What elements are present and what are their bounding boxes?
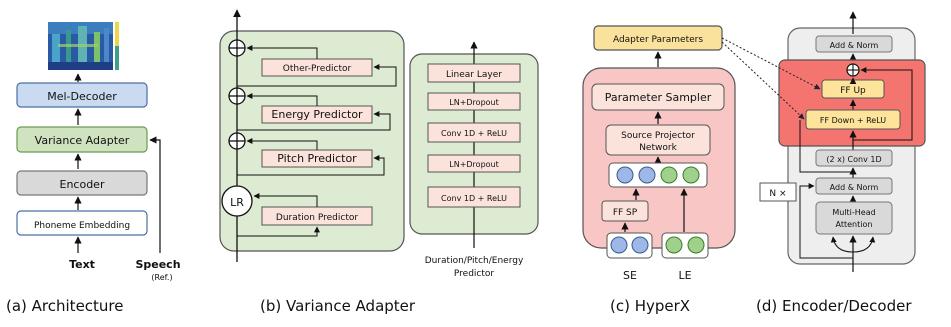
ln-dropout-top-block xyxy=(427,92,521,111)
repeat-label: N × xyxy=(769,189,786,199)
conv-bottom-label: Conv 1D + ReLU xyxy=(441,194,507,203)
panel-d: Add & Norm FF Up FF Down + ReLU (2 x) Co… xyxy=(756,11,926,315)
length-regulator-node xyxy=(221,185,253,217)
ln-dropout-bottom-label: LN+Dropout xyxy=(449,160,499,169)
source-projector-block xyxy=(605,124,711,156)
predictor-caption-line2: Predictor xyxy=(454,269,495,279)
spectrogram-image xyxy=(48,22,119,70)
conv-top-block xyxy=(427,122,521,143)
embedding-vector-box xyxy=(608,162,708,188)
language-embedding-dot xyxy=(687,236,705,254)
phoneme-embedding-label: Phoneme Embedding xyxy=(34,221,130,231)
source-projector-line2: Network xyxy=(639,143,677,153)
phoneme-embedding-block xyxy=(16,210,148,236)
mha-line1: Multi-Head xyxy=(832,208,875,217)
ff-down-label: FF Down + ReLU xyxy=(820,116,886,125)
energy-predictor-label: Energy Predictor xyxy=(271,108,363,121)
language-embedding-dot xyxy=(660,166,678,184)
variance-adapter-label: Variance Adapter xyxy=(35,134,130,147)
multi-head-attention-block xyxy=(815,201,893,235)
pitch-predictor-label: Pitch Predictor xyxy=(277,152,357,165)
conv-label: (2 x) Conv 1D xyxy=(826,155,881,164)
mel-decoder-block xyxy=(16,82,148,108)
panel-b: Other-Predictor Energy Predictor Pitch P… xyxy=(219,9,539,315)
parameter-links xyxy=(721,37,821,120)
speaker-embedding-dot xyxy=(638,166,656,184)
speaker-embedding-dot xyxy=(610,236,628,254)
caption-c: (c) HyperX xyxy=(610,297,690,315)
encoder-label: Encoder xyxy=(60,178,105,191)
linear-layer-block xyxy=(427,63,521,83)
panel-c: Adapter Parameters Parameter Sampler Sou… xyxy=(582,25,736,315)
mel-decoder-label: Mel-Decoder xyxy=(47,90,117,103)
duration-predictor-label: Duration Predictor xyxy=(276,213,358,223)
se-label: SE xyxy=(623,269,637,282)
linear-layer-label: Linear Layer xyxy=(446,70,502,80)
add-norm-bottom-block xyxy=(815,177,893,195)
predictor-caption-line1: Duration/Pitch/Energy xyxy=(425,256,524,266)
ff-sp-block xyxy=(601,200,649,222)
caption-a: (a) Architecture xyxy=(6,297,124,315)
lr-label: LR xyxy=(230,196,244,209)
adapter-parameters-label: Adapter Parameters xyxy=(613,35,703,45)
ff-up-label: FF Up xyxy=(840,86,866,96)
speech-ref-label: (Ref.) xyxy=(151,273,172,282)
caption-b: (b) Variance Adapter xyxy=(260,297,416,315)
speech-input-label: Speech xyxy=(135,258,180,271)
ln-dropout-bottom-block xyxy=(427,154,521,173)
other-predictor-label: Other-Predictor xyxy=(283,64,352,74)
speaker-embedding-dot xyxy=(616,166,634,184)
conv-block xyxy=(815,149,893,167)
ff-down-block xyxy=(805,109,901,130)
parameter-sampler-block xyxy=(591,83,725,111)
caption-d: (d) Encoder/Decoder xyxy=(756,297,912,315)
variance-adapter-block xyxy=(16,126,148,153)
le-label: LE xyxy=(678,269,691,282)
language-embedding-dot xyxy=(665,236,683,254)
mha-line2: Attention xyxy=(836,220,873,229)
text-input-label: Text xyxy=(69,258,95,271)
speaker-embedding-dot xyxy=(631,236,649,254)
encoder-block xyxy=(16,170,148,196)
language-embedding-dot xyxy=(682,166,700,184)
parameter-sampler-label: Parameter Sampler xyxy=(605,91,712,104)
add-norm-top-block xyxy=(815,35,893,53)
add-norm-top-label: Add & Norm xyxy=(830,41,879,50)
ln-dropout-top-label: LN+Dropout xyxy=(449,98,499,107)
add-norm-bottom-label: Add & Norm xyxy=(830,183,879,192)
conv-top-label: Conv 1D + ReLU xyxy=(441,129,507,138)
source-projector-line1: Source Projector xyxy=(621,131,695,141)
conv-bottom-block xyxy=(427,186,521,208)
ff-sp-label: FF SP xyxy=(613,208,638,218)
repeat-n-box xyxy=(759,182,797,202)
panel-a: Mel-Decoder Variance Adapter Encoder Pho… xyxy=(6,22,181,315)
